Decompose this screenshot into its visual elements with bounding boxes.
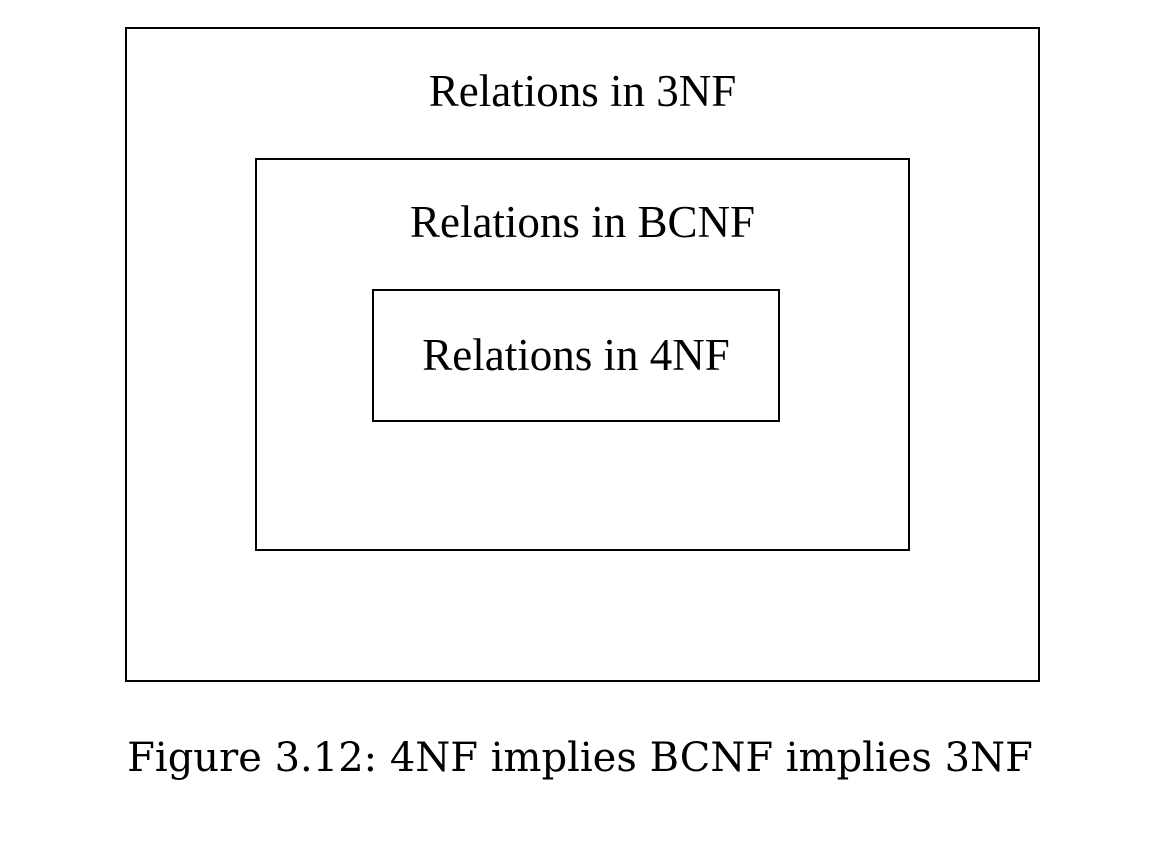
figure-caption: Figure 3.12: 4NF implies BCNF implies 3N… [127,735,1033,781]
box-relations-4nf: Relations in 4NF [372,289,780,422]
label-relations-bcnf: Relations in BCNF [409,197,756,247]
box-relations-bcnf: Relations in BCNF Relations in 4NF [255,158,910,551]
box-relations-3nf: Relations in 3NF Relations in BCNF Relat… [125,27,1040,682]
label-relations-3nf: Relations in 3NF [428,66,737,116]
label-relations-4nf: Relations in 4NF [422,330,730,380]
